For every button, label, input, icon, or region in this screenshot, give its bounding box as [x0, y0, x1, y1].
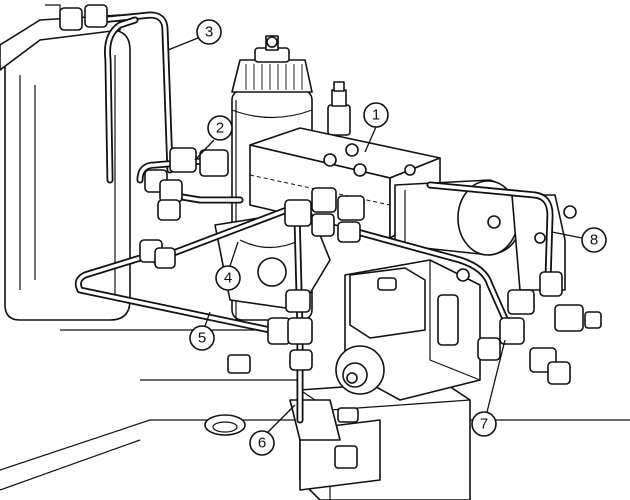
pipe-7	[346, 226, 514, 334]
pipe-3-top-return	[96, 11, 174, 174]
electric-motor	[394, 179, 577, 291]
solenoid-valve	[335, 259, 481, 401]
callout-7: 7	[471, 339, 506, 437]
callout-2: 2	[194, 115, 233, 161]
pressure-switch	[327, 81, 351, 136]
callout-8: 8	[551, 227, 607, 253]
pipe-4	[151, 201, 304, 264]
callout-3: 3	[167, 19, 222, 51]
callout-6: 6	[249, 404, 296, 456]
pipe-8	[426, 181, 554, 284]
pipe-supply-left	[104, 16, 139, 184]
pipe-fittings	[59, 4, 602, 385]
callout-1-label: 1	[372, 107, 380, 124]
callout-4: 4	[215, 241, 241, 291]
pipe-5-long	[74, 251, 274, 334]
callout-1: 1	[363, 102, 389, 153]
callout-5-label: 5	[198, 330, 206, 347]
callout-4-label: 4	[224, 270, 232, 287]
callout-7-label: 7	[480, 416, 488, 433]
callout-6-label: 6	[258, 435, 266, 452]
callout-3-label: 3	[205, 24, 213, 41]
callout-8-label: 8	[590, 232, 598, 249]
callout-2-label: 2	[216, 120, 224, 137]
callout-5: 5	[189, 311, 215, 351]
